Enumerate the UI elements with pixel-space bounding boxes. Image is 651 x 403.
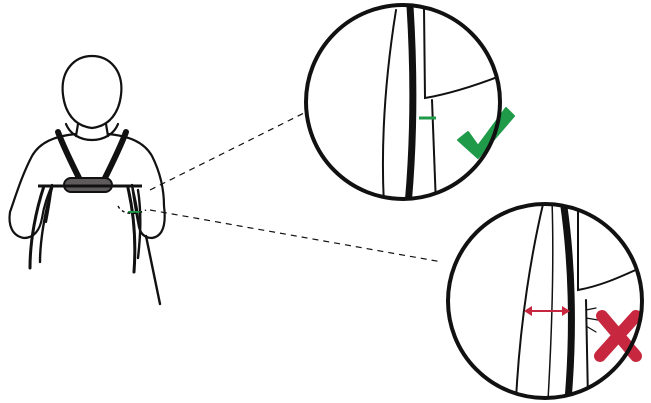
right-strap-tail [146, 236, 160, 304]
leader-line-correct [150, 112, 306, 190]
left-strap-end-1 [30, 186, 44, 268]
harness-on-figure [30, 132, 160, 304]
leader-line-incorrect [150, 210, 442, 262]
correct-fit-detail [306, 5, 514, 205]
right-shoulder-strap [104, 132, 126, 180]
person-figure [10, 56, 165, 238]
incorrect-fit-detail [448, 200, 642, 400]
head [63, 56, 122, 128]
left-shoulder-strap [58, 132, 80, 180]
